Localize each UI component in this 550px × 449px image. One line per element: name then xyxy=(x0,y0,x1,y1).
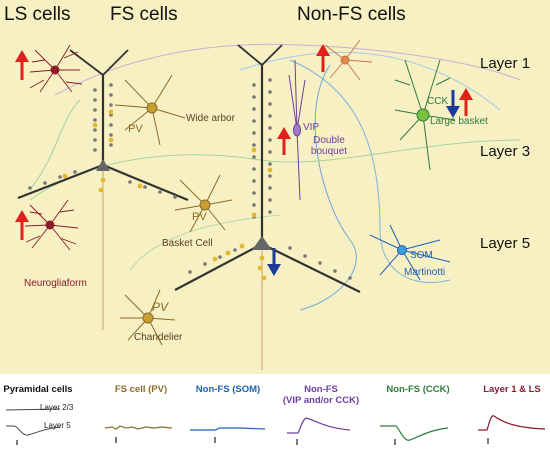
som-axon-ascending xyxy=(289,59,451,284)
pv-wide-arbor-cell xyxy=(114,74,186,146)
trace-title-nonfs-cck: Non-FS (CCK) xyxy=(386,384,450,395)
trace-nonfs-som xyxy=(190,427,266,443)
up-arrow-cck xyxy=(459,88,473,116)
neurogliaform-label: Neurogliaform xyxy=(24,278,87,289)
header-ls-cells: LS cells xyxy=(4,4,71,25)
trace-title-pyramidal: Pyramidal cells xyxy=(3,384,73,395)
vip-double-bouquet-cell xyxy=(288,59,306,201)
som-martinotti-cell xyxy=(369,224,451,281)
layer-3-label: Layer 3 xyxy=(480,143,531,160)
trace-title-nonfs-vip: Non-FS (VIP and/or CCK) xyxy=(282,384,360,406)
trace-title-layer1-ls: Layer 1 & LS xyxy=(483,384,541,395)
cck-label: CCK xyxy=(427,96,449,107)
layer-1-label: Layer 1 xyxy=(480,55,531,72)
header-nonfs-cells: Non-FS cells xyxy=(297,4,406,25)
large-basket-label: Large basket xyxy=(430,116,488,127)
trace-label-layer5: Layer 5 xyxy=(44,421,71,430)
som-label: SOM xyxy=(410,250,433,261)
up-arrow-neurogliaform xyxy=(15,210,29,240)
trace-nonfs-cck xyxy=(380,425,449,445)
ls-axon-layer1 xyxy=(54,43,521,96)
trace-nonfs-vip xyxy=(287,417,351,445)
cck-large-basket-cell xyxy=(394,59,456,171)
down-arrow-cck xyxy=(446,90,460,118)
trace-layer1-ls xyxy=(478,415,546,444)
pv-basket-cell xyxy=(174,174,233,233)
trace-pyramidal xyxy=(5,408,61,445)
basket-cell-label: Basket Cell xyxy=(162,238,213,249)
layer-5-label: Layer 5 xyxy=(480,235,531,252)
layer1-ls-cell-right xyxy=(324,39,373,81)
pyramidal-cell-left xyxy=(17,49,189,330)
up-arrow-layer1-right xyxy=(316,44,330,72)
som-axon-mid xyxy=(299,64,357,311)
vip-label: VIP xyxy=(303,122,320,133)
header-fs-cells: FS cells xyxy=(110,4,178,25)
pv-wide-label: PV xyxy=(128,123,143,135)
cck-axon-top xyxy=(239,51,501,111)
up-arrow-vip xyxy=(277,127,291,155)
trace-fs-pv xyxy=(104,425,173,443)
trace-title-nonfs-som: Non-FS (SOM) xyxy=(195,384,261,395)
pv-basket-label: PV xyxy=(192,211,207,223)
down-arrow-pyramidal-center xyxy=(267,248,281,276)
trace-title-fs-pv: FS cell (PV) xyxy=(114,384,168,395)
cck-axon-left xyxy=(29,99,81,191)
trace-label-layer23: Layer 2/3 xyxy=(40,403,74,412)
up-arrow-ls xyxy=(15,50,29,80)
chandelier-label: Chandelier xyxy=(134,332,183,343)
double-bouquet-label: Double bouquet xyxy=(310,135,348,157)
pv-chandelier-label: PV xyxy=(152,300,169,314)
neurogliaform-cell xyxy=(24,199,79,251)
wide-arbor-label: Wide arbor xyxy=(186,113,235,124)
ls-cell-layer1 xyxy=(29,44,83,93)
pv-chandelier-cell xyxy=(120,289,176,346)
martinotti-label: Martinotti xyxy=(404,267,446,278)
pyramidal-cell-center xyxy=(174,44,361,370)
